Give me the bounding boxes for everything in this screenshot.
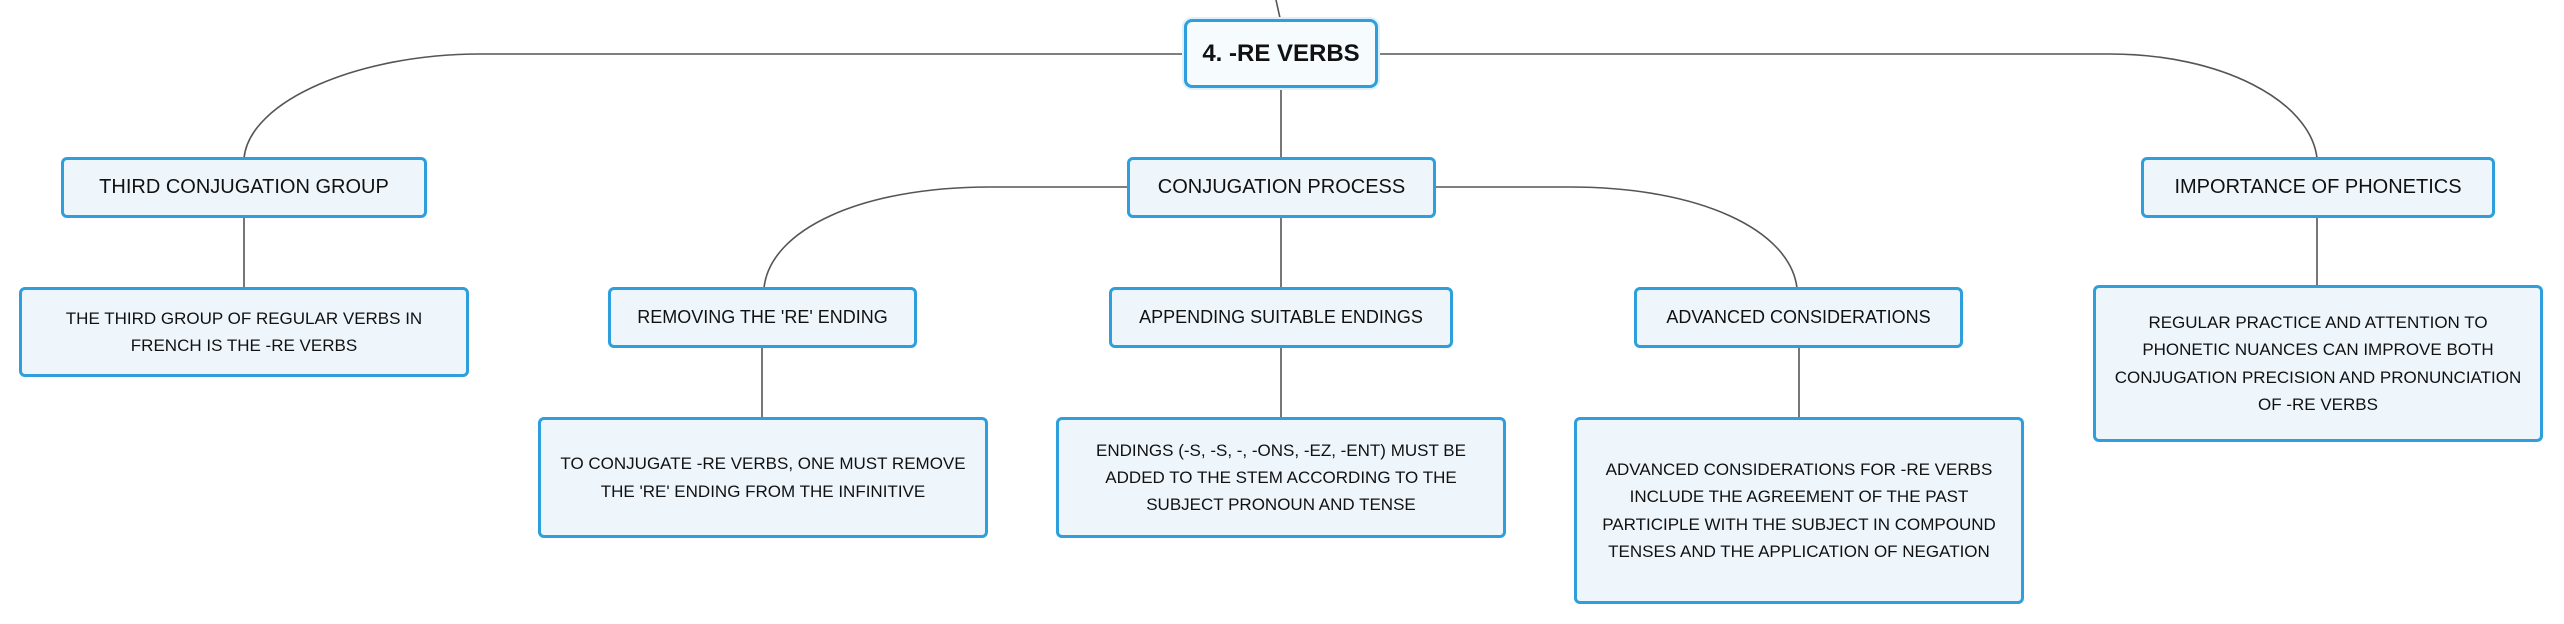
topic-label: THIRD CONJUGATION GROUP bbox=[99, 176, 389, 198]
subtopic-removing-re-ending[interactable]: REMOVING THE 'RE' ENDING bbox=[608, 287, 917, 348]
description-importance-of-phonetics[interactable]: REGULAR PRACTICE AND ATTENTION TO PHONET… bbox=[2093, 285, 2543, 442]
description-removing-re-ending[interactable]: TO CONJUGATE -RE VERBS, ONE MUST REMOVE … bbox=[538, 417, 988, 538]
description-text: ENDINGS (-S, -S, -, -ONS, -EZ, -ENT) MUS… bbox=[1096, 440, 1466, 515]
connector-root-phonetics bbox=[1378, 53, 2318, 159]
description-advanced-considerations[interactable]: ADVANCED CONSIDERATIONS FOR -RE VERBS IN… bbox=[1574, 417, 2024, 604]
connector-process-removing bbox=[763, 186, 1128, 289]
description-text: ADVANCED CONSIDERATIONS FOR -RE VERBS IN… bbox=[1602, 460, 1996, 561]
root-topic[interactable]: 4. -RE VERBS bbox=[1184, 19, 1378, 88]
description-appending-suitable-endings[interactable]: ENDINGS (-S, -S, -, -ONS, -EZ, -ENT) MUS… bbox=[1056, 417, 1506, 538]
topic-importance-of-phonetics[interactable]: IMPORTANCE OF PHONETICS bbox=[2141, 157, 2495, 218]
connector-process-advanced bbox=[1435, 186, 1798, 289]
subtopic-label: ADVANCED CONSIDERATIONS bbox=[1666, 307, 1931, 327]
topic-label: IMPORTANCE OF PHONETICS bbox=[2174, 176, 2462, 198]
connector-root-third-group bbox=[243, 53, 1184, 159]
description-text: THE THIRD GROUP OF REGULAR VERBS IN FREN… bbox=[65, 308, 423, 355]
connector-root-parent bbox=[1275, 0, 1281, 19]
root-topic-label: 4. -RE VERBS bbox=[1202, 39, 1360, 67]
subtopic-label: REMOVING THE 'RE' ENDING bbox=[637, 307, 888, 327]
subtopic-appending-suitable-endings[interactable]: APPENDING SUITABLE ENDINGS bbox=[1109, 287, 1453, 348]
description-third-conjugation-group[interactable]: THE THIRD GROUP OF REGULAR VERBS IN FREN… bbox=[19, 287, 469, 377]
description-text: REGULAR PRACTICE AND ATTENTION TO PHONET… bbox=[2114, 313, 2522, 414]
topic-third-conjugation-group[interactable]: THIRD CONJUGATION GROUP bbox=[61, 157, 427, 218]
topic-label: CONJUGATION PROCESS bbox=[1157, 176, 1406, 198]
description-text: TO CONJUGATE -RE VERBS, ONE MUST REMOVE … bbox=[560, 454, 966, 501]
topic-conjugation-process[interactable]: CONJUGATION PROCESS bbox=[1127, 157, 1436, 218]
subtopic-advanced-considerations[interactable]: ADVANCED CONSIDERATIONS bbox=[1634, 287, 1963, 348]
subtopic-label: APPENDING SUITABLE ENDINGS bbox=[1139, 307, 1423, 327]
